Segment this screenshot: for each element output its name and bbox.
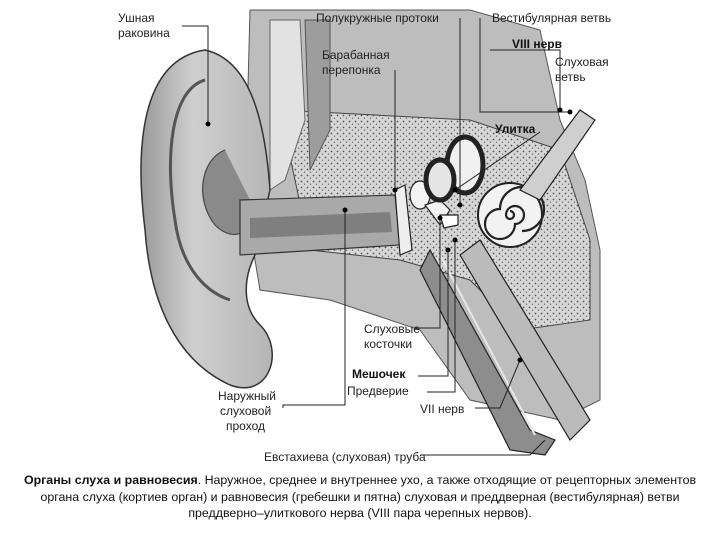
external-auditory-canal bbox=[239, 194, 401, 256]
ear-anatomy-diagram: Ушная раковина Полукружные протоки Вести… bbox=[118, 9, 611, 464]
caption-title: Органы слуха и равновесия bbox=[23, 473, 198, 487]
label-ossicles-2: косточки bbox=[364, 337, 412, 351]
label-external-canal-3: проход bbox=[226, 419, 265, 433]
label-cochlea: Улитка bbox=[495, 122, 536, 136]
label-auricle-2: раковина bbox=[118, 26, 170, 40]
label-cochlear-branch-1: Слуховая bbox=[555, 55, 609, 69]
label-vestibular-branch: Вестибулярная ветвь bbox=[492, 11, 611, 25]
label-ossicles-1: Слуховые bbox=[364, 322, 420, 336]
label-nerve-viii: VIII нерв bbox=[512, 37, 562, 51]
label-external-canal-2: слуховой bbox=[220, 404, 271, 418]
nerves bbox=[459, 109, 596, 441]
leader-lines bbox=[182, 18, 570, 456]
label-nerve-vii: VII нерв bbox=[420, 402, 464, 416]
label-cochlear-branch-2: ветвь bbox=[555, 70, 586, 84]
label-external-canal-1: Наружный bbox=[218, 389, 276, 403]
eustachian-tube bbox=[419, 248, 556, 456]
label-semicircular-canals: Полукружные протоки bbox=[316, 11, 439, 25]
middle-ear bbox=[394, 180, 459, 256]
auricle bbox=[140, 49, 273, 389]
diagram-labels: Ушная раковина Полукружные протоки Вести… bbox=[118, 11, 611, 464]
label-vestibule: Предверие bbox=[347, 384, 409, 398]
semicircular-canals bbox=[423, 134, 486, 203]
leader-dots bbox=[205, 107, 573, 363]
label-eustachian-tube: Евстахиева (слуховая) труба bbox=[264, 450, 426, 464]
label-tympanic-1: Барабанная bbox=[322, 48, 390, 62]
label-saccule: Мешочек bbox=[352, 367, 406, 381]
caption-text: . Наружное, среднее и внутреннее ухо, а … bbox=[40, 473, 697, 520]
figure-caption: Органы слуха и равновесия. Наружное, сре… bbox=[12, 472, 708, 522]
label-tympanic-2: перепонка bbox=[322, 63, 381, 77]
label-auricle-1: Ушная bbox=[118, 11, 155, 25]
